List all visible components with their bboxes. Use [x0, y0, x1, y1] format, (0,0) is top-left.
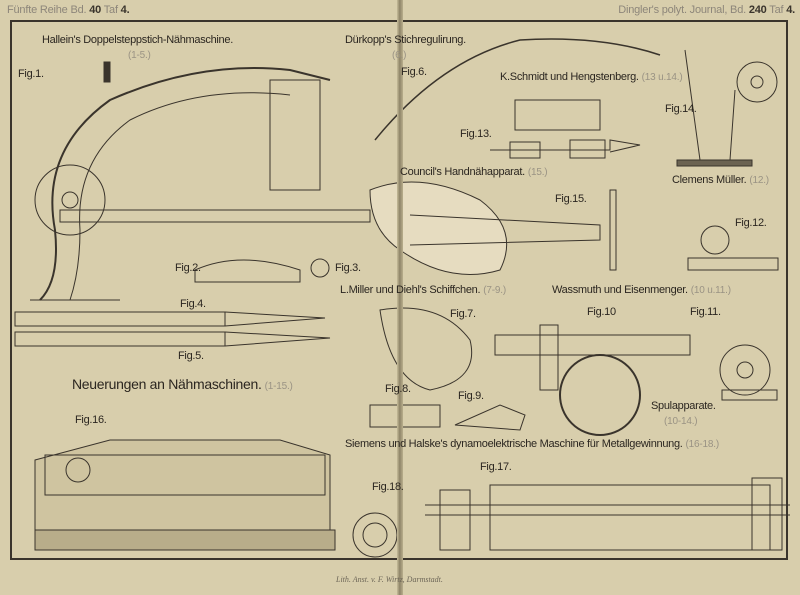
fig15-hand-drawing [369, 181, 617, 275]
schmidt-heading: K.Schmidt und Hengstenberg.(13 u.14.) [500, 71, 683, 84]
fig7-label: Fig.7. [450, 308, 476, 320]
neuerungen-figs: (1-15.) [264, 381, 293, 392]
duerkopp-title: Dürkopp's Stichregulirung. [345, 34, 466, 46]
fig16-label: Fig.16. [75, 414, 107, 426]
fig15-label: Fig.15. [555, 193, 587, 205]
hallein-title: Hallein's Doppelsteppstich-Nähmaschine. [42, 34, 233, 46]
spul-title: Spulapparate. [651, 400, 716, 412]
page-fold [397, 0, 403, 595]
fig13-label: Fig.13. [460, 128, 492, 140]
council-heading: Council's Handnähapparat.(15.) [400, 166, 548, 179]
fig8-label: Fig.8. [385, 383, 411, 395]
wassmuth-figs: (10 u.11.) [690, 285, 731, 296]
fig9-drawing [454, 404, 526, 431]
fig6-drawing [374, 38, 661, 141]
schmidt-title: K.Schmidt und Hengstenberg. [500, 71, 639, 83]
fig7-drawing [379, 307, 473, 391]
fig4-fig5-drawing [14, 311, 331, 347]
fig4-label: Fig.4. [180, 298, 206, 310]
fig1-label: Fig.1. [18, 68, 44, 80]
fig5-label: Fig.5. [178, 350, 204, 362]
mueller-title: Clemens Müller. [672, 174, 747, 186]
miller-title: L.Miller und Diehl's Schiffchen. [340, 284, 481, 296]
fig9-label: Fig.9. [458, 390, 484, 402]
miller-figs: (7-9.) [483, 285, 506, 296]
spul-figs: (10-14.) [664, 416, 698, 427]
journal-label: Dingler's polyt. Journal, Bd. [618, 4, 746, 16]
header-left: Fünfte Reihe Bd. 40 Taf 4. [7, 4, 130, 17]
fig6-label: Fig.6. [401, 66, 427, 78]
fig16-dynamo-drawing [34, 439, 336, 551]
fig2-label: Fig.2. [175, 262, 201, 274]
plate-number: 4. [120, 4, 130, 16]
fig14-drawing [676, 49, 778, 167]
wassmuth-heading: Wassmuth und Eisenmenger.(10 u.11.) [552, 284, 731, 297]
fig17-label: Fig.17. [480, 461, 512, 473]
fig12-drawing [687, 225, 779, 271]
fig1-sewing-machine-drawing [30, 61, 371, 301]
council-figs: (15.) [527, 167, 548, 178]
council-title: Council's Handnähapparat. [400, 166, 525, 178]
series-label: Fünfte Reihe Bd. [7, 4, 87, 16]
fig8-drawing [369, 404, 441, 428]
fig12-label: Fig.12. [735, 217, 767, 229]
hallein-figs: (1-5.) [128, 50, 151, 61]
volume-number: 240 [748, 4, 767, 16]
fig18-label: Fig.18. [372, 481, 404, 493]
fig10-drawing [494, 324, 691, 436]
fig10-label: Fig.10 [587, 306, 616, 318]
mueller-figs: (12.) [749, 175, 769, 186]
fig11-label: Fig.11. [690, 306, 721, 318]
neuerungen-title: Neuerungen an Nähmaschinen. [72, 376, 262, 392]
fig3-label: Fig.3. [335, 262, 361, 274]
plate-label: Taf [103, 4, 118, 16]
fig18-drawing [352, 512, 398, 558]
miller-heading: L.Miller und Diehl's Schiffchen.(7-9.) [340, 284, 506, 297]
siemens-heading: Siemens und Halske's dynamoelektrische M… [345, 438, 719, 451]
fig11-drawing [719, 344, 778, 401]
header-right: Dingler's polyt. Journal, Bd. 240 Taf 4. [618, 4, 795, 17]
plate-label: Taf [769, 4, 784, 16]
fig17-drawing [425, 477, 790, 551]
mueller-heading: Clemens Müller.(12.) [672, 174, 769, 187]
schmidt-figs: (13 u.14.) [641, 72, 683, 83]
fig2-drawing [194, 259, 301, 283]
fig3-drawing [310, 258, 330, 278]
siemens-title: Siemens und Halske's dynamoelektrische M… [345, 438, 683, 450]
fig13-drawing [490, 99, 641, 159]
lithographer-credit: Lith. Anst. v. F. Wirtz, Darmstadt. [336, 575, 443, 584]
wassmuth-title: Wassmuth und Eisenmenger. [552, 284, 688, 296]
neuerungen-heading: Neuerungen an Nähmaschinen.(1-15.) [72, 376, 293, 393]
volume-number: 40 [89, 4, 102, 16]
plate-number: 4. [786, 4, 795, 16]
fig14-label: Fig.14. [665, 103, 697, 115]
duerkopp-figs: (6.) [392, 50, 407, 61]
siemens-figs: (16-18.) [685, 439, 720, 450]
